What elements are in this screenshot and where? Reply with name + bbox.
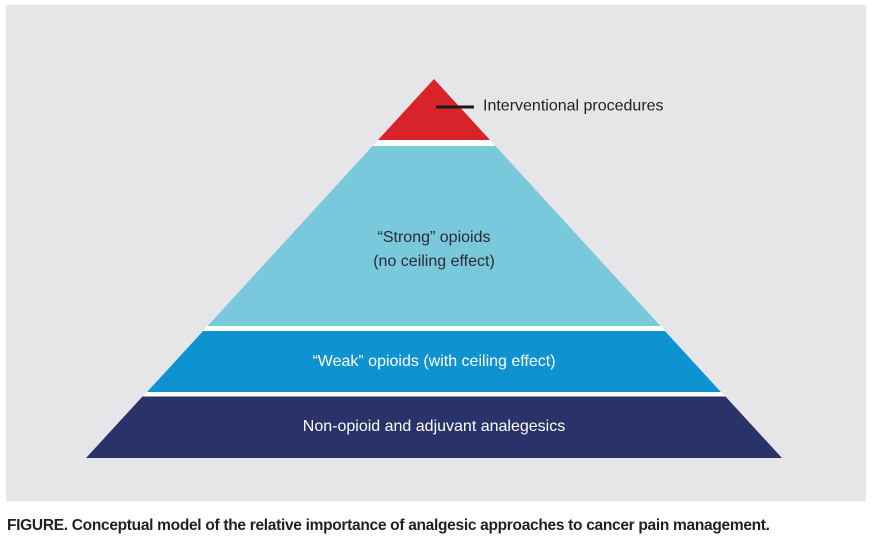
tier-weak-opioids-shape — [147, 331, 721, 392]
figure-caption-prefix: FIGURE. — [7, 517, 68, 534]
weak-opioids-label: “Weak” opioids (with ceiling effect) — [312, 353, 556, 370]
strong-opioids-label: “Strong” opioids (no ceiling effect) — [373, 226, 495, 274]
tier-non-opioid-shape — [86, 396, 782, 458]
tier-interventional-shape — [378, 79, 490, 140]
strong-opioids-label-line1: “Strong” opioids — [377, 229, 491, 246]
strong-opioids-label-line2: (no ceiling effect) — [373, 253, 495, 270]
tier-strong-opioids-shape — [207, 146, 661, 326]
interventional-label: Interventional procedures — [483, 97, 664, 115]
non-opioid-label: Non-opioid and adjuvant analegesics — [302, 418, 566, 435]
figure-caption: FIGURE.Conceptual model of the relative … — [7, 517, 875, 535]
figure-caption-text: Conceptual model of the relative importa… — [71, 517, 770, 534]
